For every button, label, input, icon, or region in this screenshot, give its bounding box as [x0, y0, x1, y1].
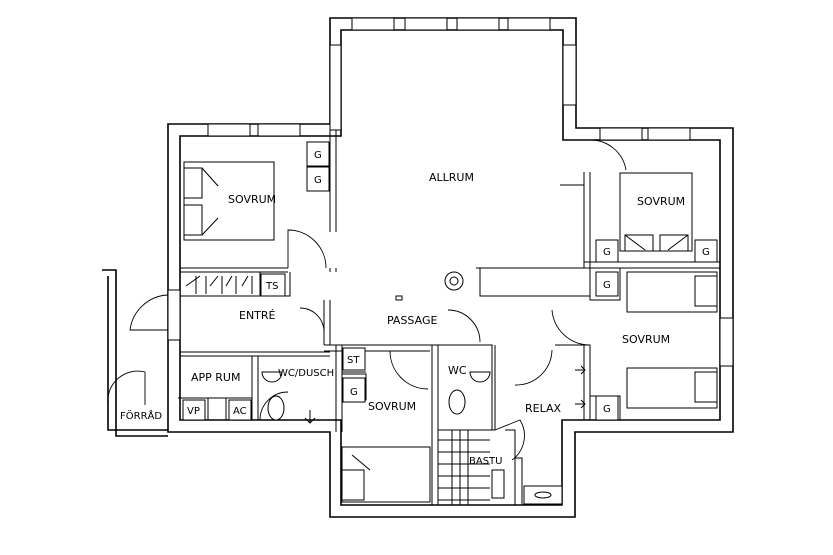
fixture-label-g: G [314, 175, 322, 186]
room-label-entre: ENTRÉ [239, 309, 276, 322]
fixture-label-vp: VP [187, 406, 200, 417]
room-label-relax: RELAX [525, 402, 561, 415]
fixture-label-g: G [603, 404, 611, 415]
room-label-allrum: ALLRUM [429, 171, 474, 184]
fixture-label-st: ST [347, 355, 360, 366]
fixture-labels: G G TS ST G VP AC G G G G [187, 150, 710, 417]
fixture-label-ts: TS [265, 281, 278, 292]
fixture-label-g: G [603, 247, 611, 258]
room-label-wc: WC [448, 364, 467, 377]
room-label-passage: PASSAGE [387, 314, 437, 327]
fixture-label-g: G [702, 247, 710, 258]
furniture [183, 161, 718, 505]
room-label-bastu: BASTU [469, 456, 502, 467]
room-labels: ALLRUM SOVRUM SOVRUM SOVRUM SOVRUM ENTRÉ… [120, 171, 685, 467]
room-label-app-rum: APP RUM [191, 371, 240, 384]
room-label-wc-dusch: WC/DUSCH [278, 368, 334, 379]
fixture-label-ac: AC [233, 406, 247, 417]
room-label-sovrum-s: SOVRUM [368, 400, 416, 413]
fixture-label-g: G [350, 387, 358, 398]
doors [107, 139, 627, 461]
interior-walls [178, 130, 720, 505]
room-label-sovrum-ne: SOVRUM [637, 195, 685, 208]
room-label-sovrum-nw: SOVRUM [228, 193, 276, 206]
fixture-boxes [182, 141, 718, 421]
exterior-walls [102, 17, 734, 518]
fixture-label-g: G [603, 280, 611, 291]
fixture-label-g: G [314, 150, 322, 161]
windows [167, 17, 734, 367]
room-label-sovrum-e: SOVRUM [622, 333, 670, 346]
room-label-forrad: FÖRRÅD [120, 409, 162, 422]
